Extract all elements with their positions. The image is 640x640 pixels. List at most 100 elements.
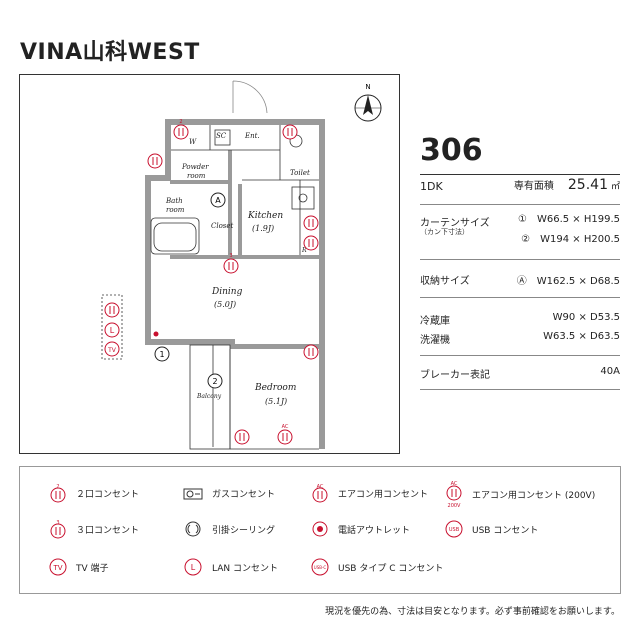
kitchen-label: Kitchen: [247, 211, 283, 221]
gas-outlet-icon: [183, 488, 203, 500]
disclaimer-note: 現況を優先の為、寸法は目安となります。必ず事前確認をお願いします。: [325, 607, 620, 617]
r-label: R: [301, 247, 307, 254]
breaker-label: ブレーカー表記: [420, 370, 490, 381]
divider: [420, 355, 620, 356]
outlet-ac-200v-icon: AC 200V: [446, 481, 462, 509]
window-2-marker: 2: [207, 373, 223, 389]
area-unit: ㎡: [610, 182, 620, 192]
fridge-label: 冷蔵庫: [420, 316, 450, 327]
outlet-2-icon: [303, 344, 319, 360]
svg-text:AC: AC: [317, 484, 324, 490]
fridge-value: W90 × D53.5: [552, 312, 620, 323]
washer-value: W63.5 × D63.5: [543, 331, 620, 342]
legend-usb: USB USB コンセント: [444, 519, 538, 539]
layout-type: 1DK: [420, 180, 443, 193]
bedroom-size: (5.1J): [265, 397, 287, 406]
curtain-mark-1: ①: [517, 214, 527, 225]
usbc-outlet-icon: USB-C: [311, 558, 329, 576]
north-label: N: [365, 83, 370, 91]
legend-label: ガスコンセント: [212, 489, 276, 500]
legend-label: 引掛シーリング: [212, 525, 276, 536]
svg-text:2: 2: [56, 484, 59, 490]
divider: [420, 204, 620, 205]
dining-label: Dining: [211, 287, 243, 297]
svg-text:AC: AC: [451, 481, 458, 487]
svg-text:L: L: [110, 326, 115, 335]
legend-label: 電話アウトレット: [338, 525, 411, 536]
dining-size: (5.0J): [214, 300, 236, 309]
svg-text:3: 3: [229, 253, 232, 259]
ceiling-hook-icon: [185, 521, 201, 537]
powder-label-2: room: [187, 172, 206, 180]
svg-text:200V: 200V: [448, 503, 462, 509]
legend-outlet-2: 2 ２口コンセント: [48, 483, 139, 503]
usb-outlet-icon: USB: [445, 520, 463, 538]
legend-phone: 電話アウトレット: [310, 519, 410, 539]
outlet-ac-icon: AC: [312, 484, 328, 503]
floor-plan: N: [101, 80, 382, 450]
outlet-2-icon: 2: [173, 119, 189, 140]
legend-label: USB コンセント: [472, 525, 539, 536]
legend-label: エアコン用コンセント (200V): [472, 490, 596, 501]
powder-label: Powder: [181, 163, 209, 171]
legend-tv: TV TV 端子: [48, 557, 109, 577]
tv-outlet-icon: TV: [49, 558, 67, 576]
lan-outlet-icon: L: [184, 558, 202, 576]
breaker-row: ブレーカー表記 40A: [420, 366, 620, 381]
storage-label: 収納サイズ: [420, 276, 470, 287]
bath-label-2: room: [166, 206, 185, 214]
legend-gas: ガスコンセント: [182, 483, 275, 503]
svg-text:L: L: [191, 563, 196, 572]
lan-outlet-icon: L: [104, 322, 120, 338]
legend-ac-200v: AC 200V エアコン用コンセント (200V): [444, 479, 595, 509]
toilet-label: Toilet: [290, 169, 310, 177]
svg-text:AC: AC: [282, 424, 289, 430]
svg-text:TV: TV: [52, 564, 62, 572]
walls: [145, 119, 325, 449]
window-1-marker: 1: [154, 346, 170, 362]
closet-marker: A: [210, 192, 226, 208]
curtain-value-2: W194 × H200.5: [540, 234, 620, 245]
entrance-door: [232, 80, 268, 114]
page-title: VINA山科WEST: [20, 40, 200, 65]
closet-label: Closet: [211, 222, 234, 230]
balcony-label: Balcony: [196, 393, 222, 400]
floor-plan-frame: N: [19, 74, 400, 454]
svg-text:2: 2: [212, 377, 217, 386]
legend-outlet-3: 3 ３口コンセント: [48, 519, 139, 539]
svg-text:TV: TV: [107, 347, 117, 354]
legend-lan: L LAN コンセント: [182, 557, 278, 577]
svg-text:2: 2: [179, 119, 182, 125]
svg-text:A: A: [215, 196, 221, 205]
legend-ceiling: 引掛シーリング: [182, 519, 275, 539]
unit-number: 306: [420, 133, 483, 168]
phone-outlet-icon: [153, 331, 159, 337]
area-label: 専有面積: [513, 181, 554, 192]
w-label: W: [189, 138, 197, 146]
bath-label: Bath: [165, 197, 183, 205]
outlet-2-icon: 2: [50, 484, 66, 503]
washer-label: 洗濯機: [420, 335, 450, 346]
curtain-mark-2: ②: [521, 234, 531, 245]
outlet-2-icon: [282, 124, 298, 140]
outlet-2-icon: [147, 153, 163, 169]
storage-mark: Ⓐ: [516, 276, 527, 287]
sc-label: SC: [216, 132, 227, 140]
outlet-3-icon: 3: [223, 253, 239, 274]
fridge-row: 冷蔵庫 W90 × D53.5: [420, 312, 620, 327]
north-arrow-icon: N: [354, 83, 382, 122]
curtain-label: カーテンサイズ: [420, 218, 490, 229]
legend-label: USB タイプ C コンセント: [338, 563, 444, 574]
svg-text:USB-C: USB-C: [314, 565, 327, 570]
divider: [420, 297, 620, 298]
curtain-sublabel: （カン下寸法）: [420, 228, 469, 236]
divider: [420, 389, 620, 390]
divider: [420, 259, 620, 260]
divider: [420, 174, 620, 175]
svg-text:1: 1: [159, 350, 164, 359]
tv-outlet-icon: TV: [104, 341, 120, 357]
interior-lines: [101, 125, 319, 450]
